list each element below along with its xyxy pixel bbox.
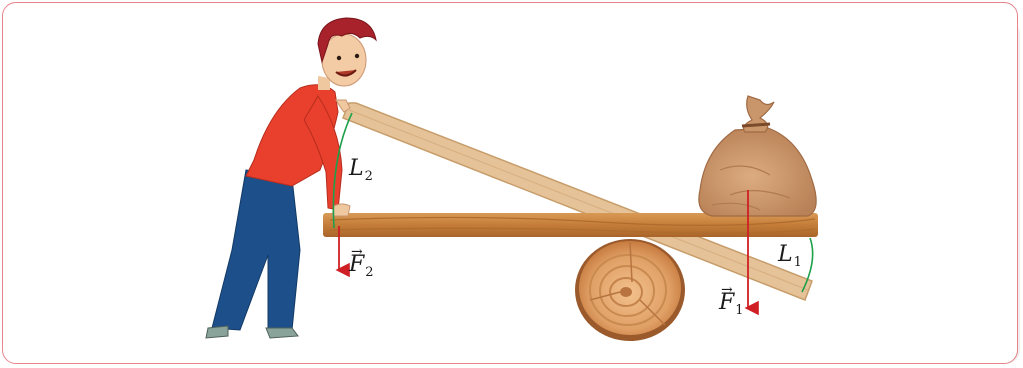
label-f1: → F1: [719, 292, 744, 317]
label-l2: L2: [349, 158, 373, 183]
log-icon: [575, 239, 685, 341]
label-l2-symbol: L: [349, 156, 364, 181]
label-f1-sub: 1: [735, 303, 743, 318]
label-l1-sub: 1: [794, 255, 802, 270]
label-f2-sub: 2: [365, 265, 373, 280]
sack-icon: [699, 96, 816, 216]
label-l1: L1: [778, 244, 802, 269]
label-f2: → F2: [349, 254, 374, 279]
label-f2-vector-arrow: →: [351, 245, 363, 259]
label-l1-symbol: L: [778, 242, 793, 267]
label-f1-vector-arrow: →: [721, 283, 733, 297]
label-l2-sub: 2: [365, 169, 373, 184]
